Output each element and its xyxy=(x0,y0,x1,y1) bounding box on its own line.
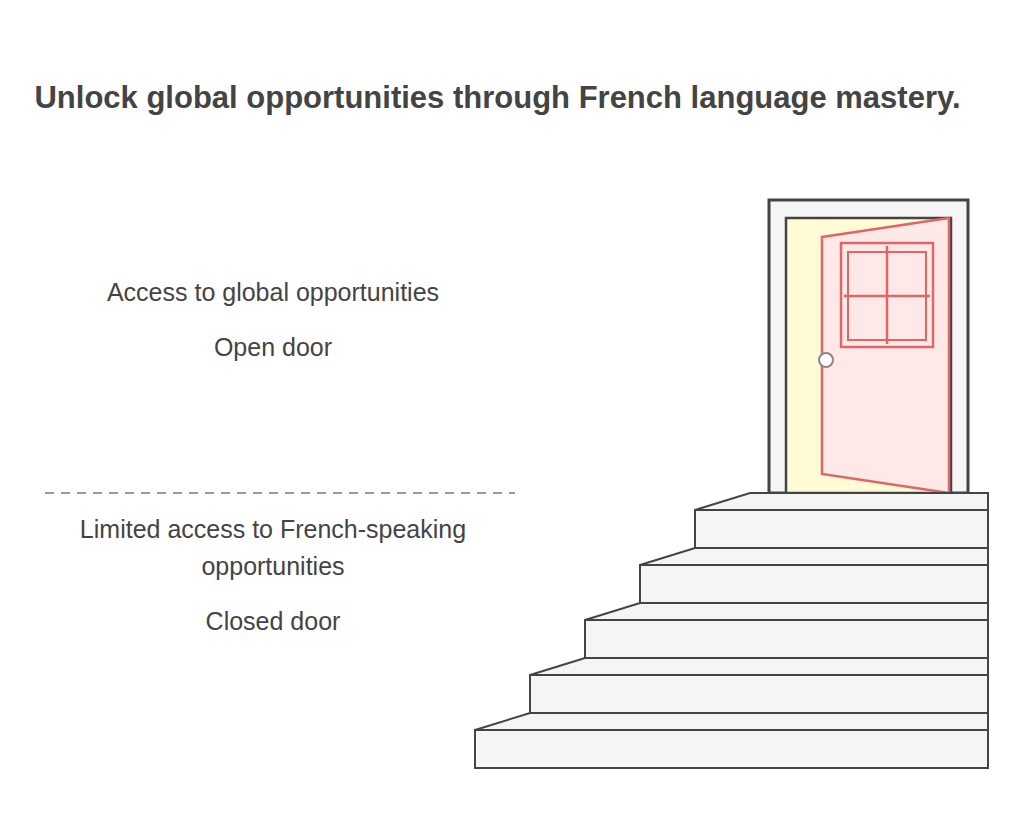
stair-tread xyxy=(695,493,988,510)
section-heading: Access to global opportunities xyxy=(43,274,503,311)
stair-tread xyxy=(530,658,988,675)
stairs xyxy=(475,493,988,768)
stair-riser xyxy=(530,675,988,713)
stair-tread xyxy=(640,548,988,565)
door-frame xyxy=(769,200,968,493)
stair-riser xyxy=(695,510,988,548)
divider-line xyxy=(45,492,515,494)
stair-riser xyxy=(585,620,988,658)
open-door xyxy=(819,218,949,493)
title: Unlock global opportunities through Fren… xyxy=(30,76,965,119)
section-heading: Limited access to French-speaking opport… xyxy=(73,511,473,585)
stair-riser xyxy=(640,565,988,603)
section-note: Closed door xyxy=(43,603,503,640)
stair-tread xyxy=(475,713,988,730)
stair-tread xyxy=(585,603,988,620)
stair-riser xyxy=(475,730,988,768)
section-note: Open door xyxy=(43,329,503,366)
